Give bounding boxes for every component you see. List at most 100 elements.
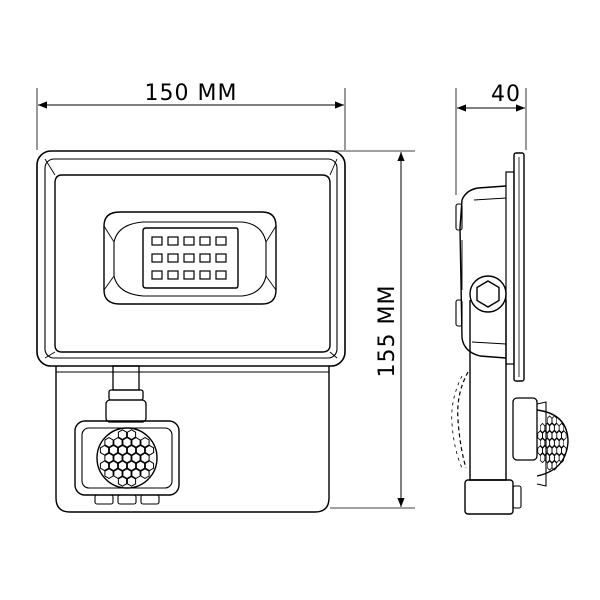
width-dimension: 150 MM: [36, 81, 346, 150]
lens-cell: [542, 445, 548, 456]
lens-cell: [99, 444, 110, 456]
lens-cell: [547, 445, 553, 456]
lens-cell: [122, 437, 132, 448]
led-chip: [199, 270, 211, 280]
lens-cell: [126, 460, 137, 472]
lens-cell: [131, 437, 141, 448]
side-base-block: [464, 479, 514, 515]
lens-cell: [122, 468, 132, 479]
lens-cell: [537, 445, 543, 456]
front-glass: [54, 174, 331, 353]
lens-cell: [104, 468, 114, 479]
lens-cell: [551, 430, 557, 441]
lens-cell: [544, 437, 550, 449]
housing-inner: [44, 158, 338, 359]
lens-cell: [551, 445, 557, 456]
lens-cell: [556, 445, 562, 456]
lens-cell: [551, 415, 557, 426]
housing-outer: [36, 150, 346, 367]
height-label: 155 MM: [375, 285, 400, 378]
lens-cell: [549, 437, 555, 449]
lens-cell: [540, 452, 545, 464]
height-dimension: 155 MM: [330, 150, 415, 509]
lens-cell: [135, 444, 146, 456]
sensor-lens-cells: [99, 429, 155, 487]
lens-cell: [113, 468, 123, 479]
led-chip: [183, 253, 195, 263]
lens-cell: [547, 415, 553, 426]
lens-cell: [561, 430, 567, 441]
lens-cell: [113, 452, 123, 464]
lens-cell: [544, 452, 550, 464]
lens-cell: [126, 476, 137, 487]
lens-cell: [131, 452, 141, 464]
lens-cell: [140, 468, 150, 479]
lens-cell: [537, 430, 543, 441]
led-chip: [151, 270, 163, 280]
side-bracket-arm: [469, 300, 507, 481]
led-chip: [215, 236, 227, 246]
led-chip: [151, 253, 163, 263]
led-chip: [215, 270, 227, 280]
led-chip: [199, 236, 211, 246]
lens-cell: [549, 422, 555, 434]
lens-cell: [104, 437, 114, 448]
lens-cell: [549, 452, 555, 464]
lens-cell: [99, 460, 110, 472]
sensor-cable: [105, 365, 147, 423]
led-chip: [199, 253, 211, 263]
led-board: [142, 227, 239, 289]
width-label: 150 MM: [145, 81, 238, 106]
lens-cell: [144, 460, 155, 472]
lens-cell: [140, 437, 150, 448]
front-view: 150 MM: [36, 81, 415, 513]
lens-cell: [554, 437, 560, 449]
lens-cell: [559, 437, 564, 449]
led-chip: [215, 253, 227, 263]
side-view: 40: [451, 82, 569, 515]
lens-cell: [554, 422, 560, 434]
lens-cell: [556, 430, 562, 441]
lens-cell: [108, 444, 119, 456]
led-chips: [151, 236, 227, 280]
pivot-ring: [469, 275, 507, 313]
lens-cell: [117, 429, 128, 440]
motion-sensor: [74, 420, 180, 505]
depth-dimension: 40: [455, 82, 527, 195]
lens-cell: [113, 437, 123, 448]
lens-cell: [117, 476, 128, 487]
depth-label: 40: [491, 82, 521, 107]
led-chip: [183, 270, 195, 280]
led-module: [103, 211, 277, 305]
lens-cell: [561, 445, 567, 456]
lens-cell: [544, 422, 550, 434]
lens-cell: [540, 437, 545, 449]
lens-cell: [131, 468, 141, 479]
mounting-bracket: [55, 366, 330, 513]
lens-cell: [559, 422, 564, 434]
lens-cell: [117, 460, 128, 472]
side-motion-sensor: [512, 397, 569, 487]
lens-cell: [104, 452, 114, 464]
led-chip: [167, 253, 179, 263]
lens-cell: [108, 460, 119, 472]
lens-cell: [540, 422, 545, 434]
lens-cell: [140, 452, 150, 464]
led-chip: [151, 236, 163, 246]
lens-cell: [126, 429, 137, 440]
lens-cell: [547, 430, 553, 441]
side-sensor-lens-cells: [537, 415, 567, 471]
side-heatsink: [459, 185, 507, 359]
led-chip: [167, 236, 179, 246]
lens-cell: [542, 430, 548, 441]
lens-cell: [559, 452, 564, 464]
lens-cell: [135, 460, 146, 472]
lens-cell: [551, 460, 557, 471]
lens-cell: [144, 444, 155, 456]
pivot-bolt: [476, 280, 500, 308]
led-chip: [183, 236, 195, 246]
led-chip: [167, 270, 179, 280]
lens-cell: [117, 444, 128, 456]
side-cable: [457, 371, 469, 469]
